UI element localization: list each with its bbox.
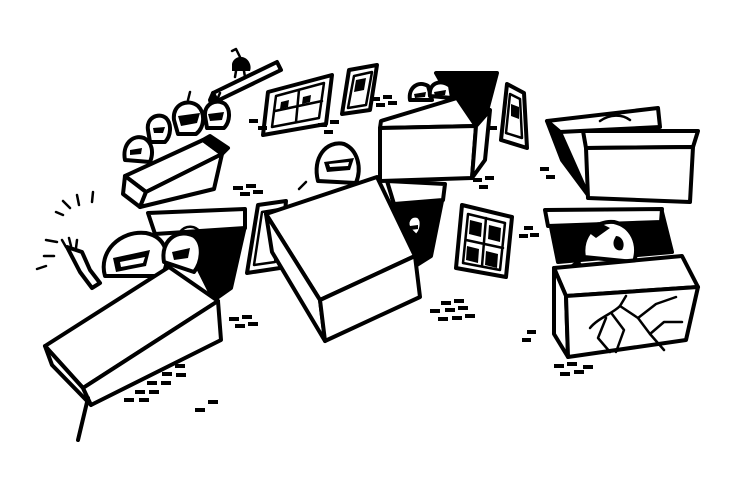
facade-window <box>501 84 527 148</box>
box-top-right <box>547 108 698 202</box>
people-group <box>124 92 229 162</box>
box-right-cracked <box>545 209 698 357</box>
box-center-tilted <box>266 143 445 341</box>
person-peeking <box>408 216 422 236</box>
box-top-center <box>380 73 497 181</box>
cracked-surface-icon <box>590 296 682 352</box>
facade-window <box>342 65 377 114</box>
person-head <box>299 143 359 189</box>
people-group <box>410 82 452 100</box>
box-left-large <box>37 192 245 440</box>
facade-details <box>124 49 593 412</box>
people-group <box>104 227 201 276</box>
excitement-mark-icon <box>37 192 93 269</box>
facade-window <box>263 75 332 135</box>
facade-window <box>456 205 512 277</box>
bird-icon <box>232 49 251 77</box>
waving-hand-icon <box>62 238 100 288</box>
brick-clusters <box>124 95 593 412</box>
box-top-left <box>123 92 229 207</box>
